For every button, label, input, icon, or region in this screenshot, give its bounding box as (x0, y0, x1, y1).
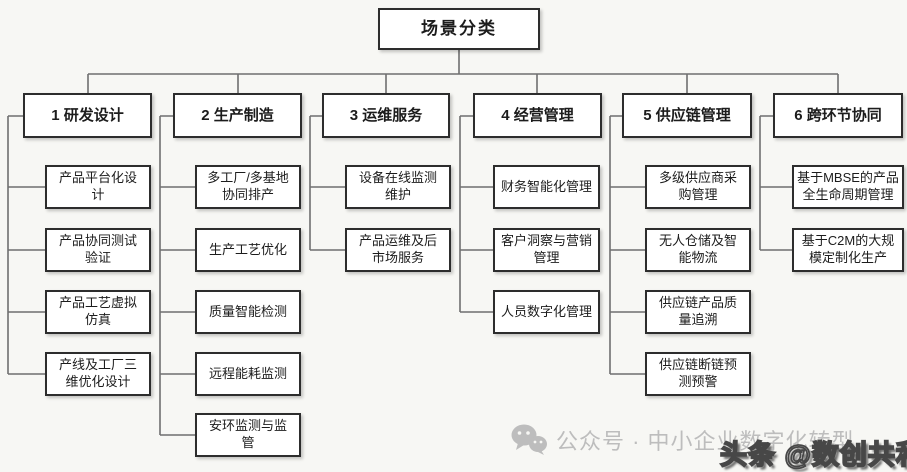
node-product-collaborative-test: 产品协同测试验证 (45, 228, 151, 272)
column-header-rd-design: 1 研发设计 (23, 93, 152, 138)
node-safety-env-monitoring: 安环监测与监管 (195, 413, 301, 457)
wechat-watermark: 公众号 · 中小企业数字化转型 (510, 423, 855, 457)
node-multi-tier-supplier-procurement: 多级供应商采购管理 (645, 165, 751, 209)
node-product-om-aftermarket: 产品运维及后市场服务 (345, 228, 451, 272)
node-quality-smart-inspection: 质量智能检测 (195, 290, 301, 334)
node-supply-chain-break-warning: 供应链断链预测预警 (645, 352, 751, 396)
node-multi-factory-scheduling: 多工厂/多基地协同排产 (195, 165, 301, 209)
node-mbse-plm: 基于MBSE的产品全生命周期管理 (792, 165, 904, 209)
node-customer-insight-marketing: 客户洞察与营销管理 (493, 228, 600, 272)
node-supply-chain-quality-trace: 供应链产品质量追溯 (645, 290, 751, 334)
column-header-business-mgmt: 4 经营管理 (473, 93, 602, 138)
wechat-watermark-text: 公众号 · 中小企业数字化转型 (556, 429, 855, 454)
column-header-supply-chain: 5 供应链管理 (622, 93, 752, 138)
node-process-optimization: 生产工艺优化 (195, 228, 301, 272)
node-remote-energy-monitoring: 远程能耗监测 (195, 352, 301, 396)
node-financial-smart-mgmt: 财务智能化管理 (493, 165, 600, 209)
wechat-icon (511, 424, 547, 455)
node-equipment-online-monitoring: 设备在线监测维护 (345, 165, 451, 209)
node-unmanned-warehouse-logistics: 无人仓储及智能物流 (645, 228, 751, 272)
node-line-factory-3d-design: 产线及工厂三维优化设计 (45, 352, 151, 396)
column-header-manufacturing: 2 生产制造 (173, 93, 302, 138)
toutiao-watermark-text: 头条 @数创共和 (719, 439, 907, 471)
column-header-cross-link-collab: 6 跨环节协同 (773, 93, 903, 138)
node-product-platform-design: 产品平台化设计 (45, 165, 151, 209)
node-process-virtual-simulation: 产品工艺虚拟仿真 (45, 290, 151, 334)
column-header-om-service: 3 运维服务 (322, 93, 450, 138)
node-personnel-digital-mgmt: 人员数字化管理 (493, 290, 600, 334)
node-c2m-mass-customization: 基于C2M的大规模定制化生产 (792, 228, 904, 272)
root-node: 场景分类 (378, 8, 540, 50)
